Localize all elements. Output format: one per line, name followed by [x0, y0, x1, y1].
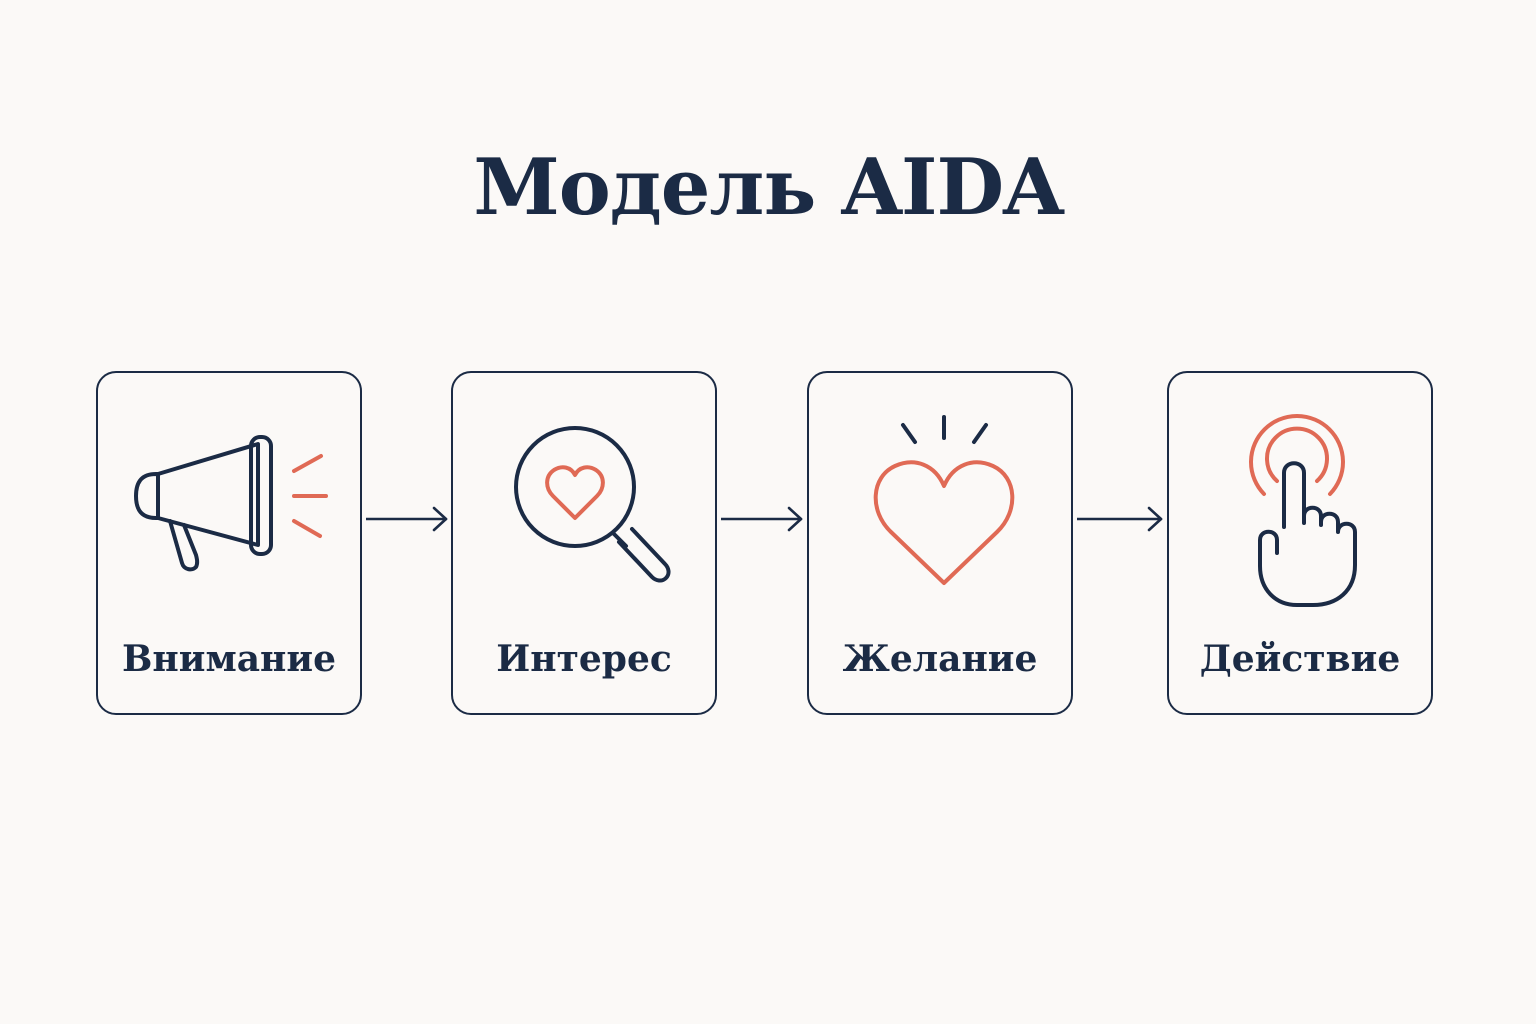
diagram-title: Модель AIDA	[473, 142, 1063, 233]
step-card-action: Действие	[1167, 371, 1433, 715]
arrow-right-icon	[1077, 506, 1163, 532]
arrow-right-icon	[366, 506, 448, 532]
step-card-desire: Желание	[807, 371, 1073, 715]
heart-icon	[873, 415, 1015, 585]
arrow-right-icon	[721, 506, 803, 532]
step-label: Внимание	[121, 638, 337, 680]
magnifier-heart-icon	[514, 426, 671, 583]
step-card-interest: Интерес	[451, 371, 717, 715]
tap-hand-icon	[1249, 414, 1357, 607]
megaphone-icon	[134, 435, 328, 572]
step-label: Действие	[1199, 638, 1401, 680]
step-label: Желание	[842, 638, 1038, 680]
step-label: Интерес	[496, 638, 672, 680]
step-card-attention: Внимание	[96, 371, 362, 715]
